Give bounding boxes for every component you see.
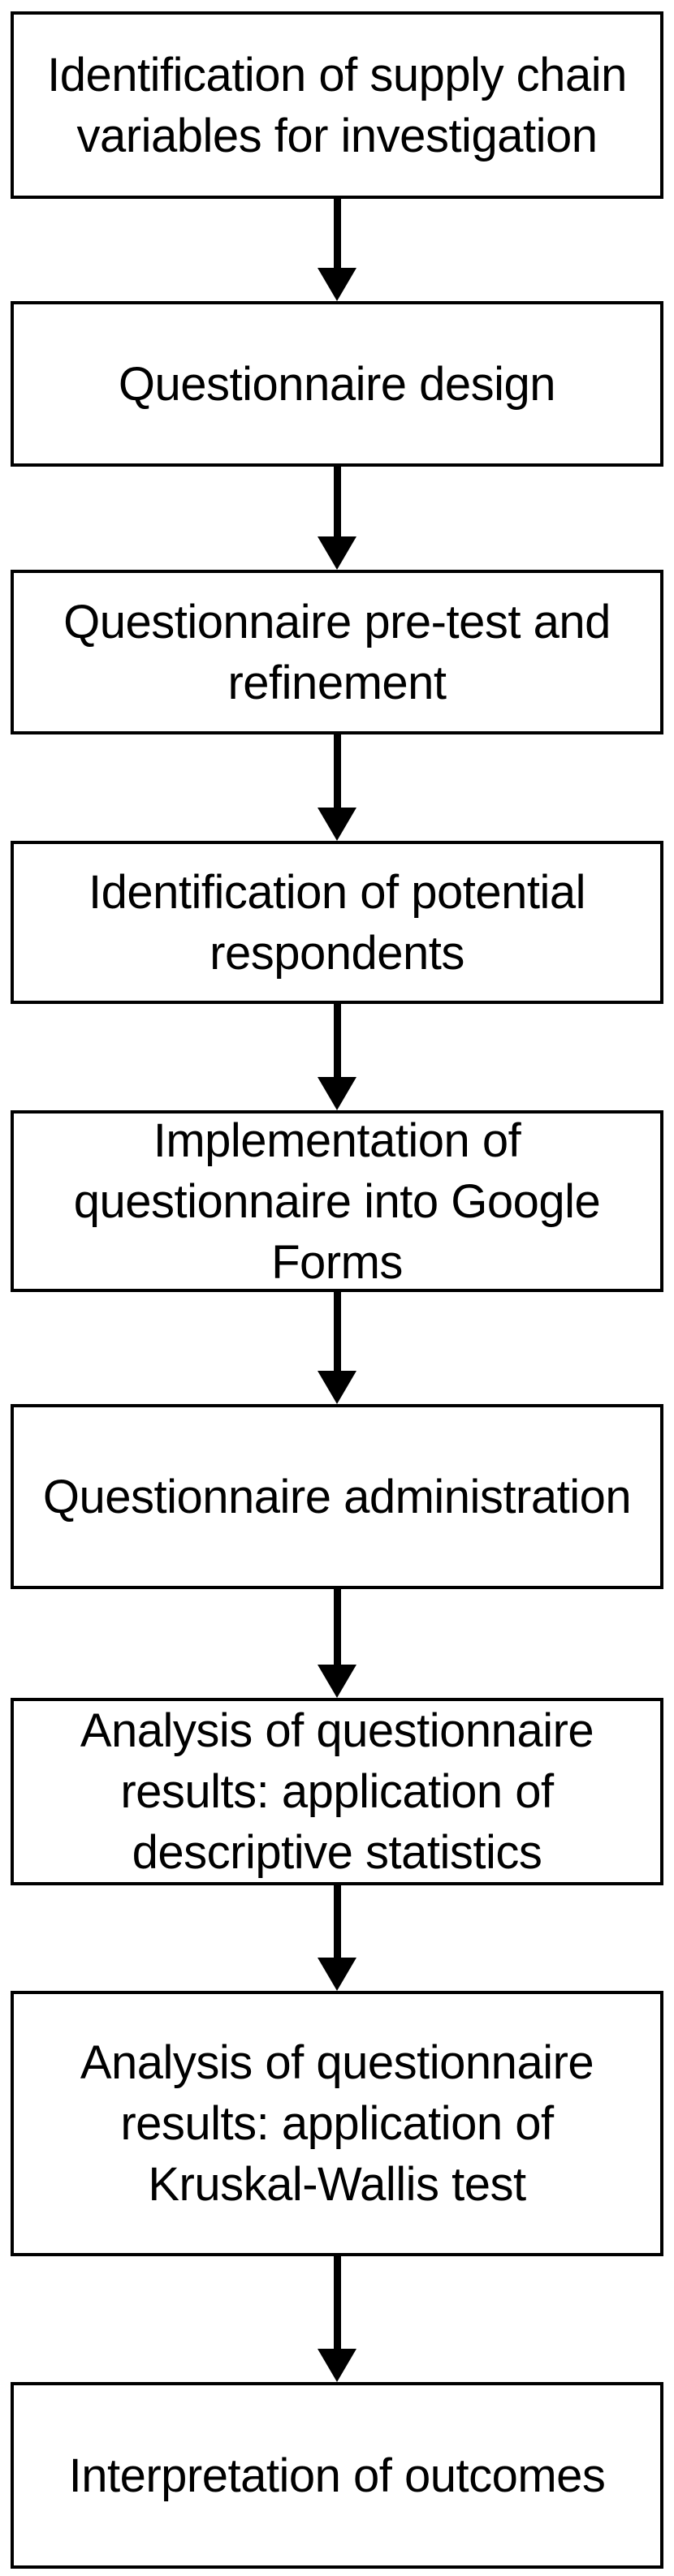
step-pretest-refinement: Questionnaire pre-test and refinement: [11, 570, 663, 734]
arrow-shaft: [333, 1004, 341, 1077]
step-label: Questionnaire administration: [42, 1470, 632, 1523]
arrow-head-icon: [318, 1665, 356, 1698]
flow-arrow: [11, 1589, 663, 1698]
step-label: Identification of potential respondents: [88, 865, 586, 980]
arrow-shaft: [333, 2256, 341, 2349]
arrow-shaft: [333, 1292, 341, 1371]
arrow-head-icon: [318, 2349, 356, 2382]
step-questionnaire-design: Questionnaire design: [11, 301, 663, 467]
flow-arrow: [11, 2256, 663, 2382]
arrow-shaft: [333, 1885, 341, 1958]
arrow-head-icon: [318, 1077, 356, 1110]
flow-arrow: [11, 199, 663, 301]
step-label: Identification of supply chain variables…: [47, 48, 627, 162]
step-descriptive-statistics-analysis: Analysis of questionnaire results: appli…: [11, 1698, 663, 1885]
step-label: Implementation of questionnaire into Goo…: [73, 1114, 601, 1289]
arrow-head-icon: [318, 1958, 356, 1991]
flow-arrow: [11, 1292, 663, 1404]
flow-arrow: [11, 1885, 663, 1991]
arrow-shaft: [333, 467, 341, 536]
arrow-head-icon: [318, 808, 356, 841]
step-kruskal-wallis-analysis: Analysis of questionnaire results: appli…: [11, 1991, 663, 2256]
arrow-shaft: [333, 199, 341, 268]
step-potential-respondents: Identification of potential respondents: [11, 841, 663, 1004]
arrow-head-icon: [318, 1371, 356, 1404]
step-label: Questionnaire pre-test and refinement: [63, 595, 611, 709]
step-google-forms-implementation: Implementation of questionnaire into Goo…: [11, 1110, 663, 1292]
flow-arrow: [11, 467, 663, 570]
arrow-head-icon: [318, 268, 356, 301]
step-label: Analysis of questionnaire results: appli…: [80, 2036, 594, 2211]
step-label: Analysis of questionnaire results: appli…: [80, 1704, 594, 1879]
arrow-shaft: [333, 734, 341, 808]
flow-arrow: [11, 1004, 663, 1110]
arrow-shaft: [333, 1589, 341, 1665]
step-label: Interpretation of outcomes: [68, 2449, 606, 2502]
flow-arrow: [11, 734, 663, 841]
arrow-head-icon: [318, 536, 356, 570]
step-interpretation-outcomes: Interpretation of outcomes: [11, 2382, 663, 2569]
step-supply-chain-variables: Identification of supply chain variables…: [11, 11, 663, 199]
step-label: Questionnaire design: [118, 357, 556, 411]
step-questionnaire-administration: Questionnaire administration: [11, 1404, 663, 1589]
